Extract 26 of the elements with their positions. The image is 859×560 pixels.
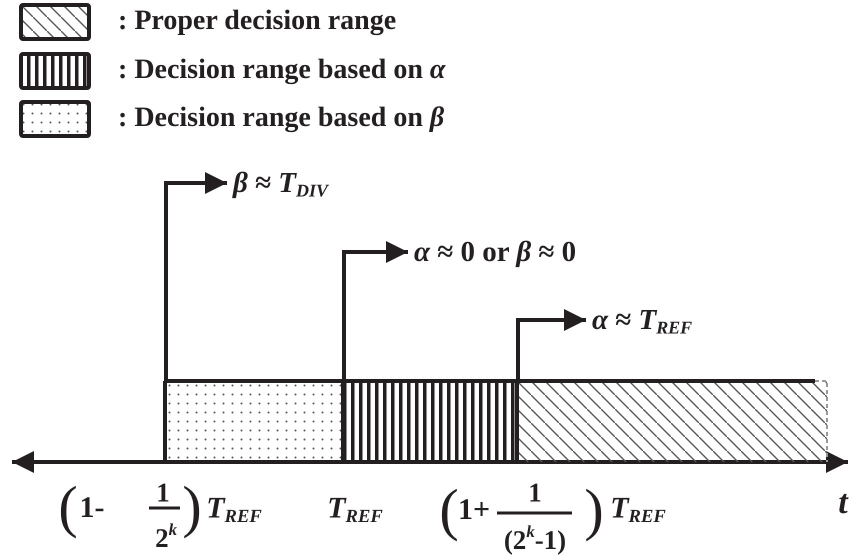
arrow bbox=[516, 309, 586, 381]
condition-label: α ≈ T$_{REF}$ bbox=[592, 302, 692, 338]
math-term: 1+ bbox=[458, 495, 490, 525]
fraction-denominator: 2$^{k}$ bbox=[155, 522, 177, 552]
arrow bbox=[342, 241, 408, 381]
math-term: T$_{REF}$ bbox=[327, 493, 383, 527]
math-term: T$_{REF}$ bbox=[206, 493, 262, 527]
arrow bbox=[164, 172, 227, 381]
legend-text: : Decision range based on β bbox=[118, 104, 444, 132]
legend-text: : Proper decision range bbox=[118, 7, 396, 35]
parenthesis: ) bbox=[584, 481, 604, 539]
parenthesis: ( bbox=[58, 478, 78, 536]
parenthesis: ( bbox=[439, 481, 459, 539]
math-term: T$_{REF}$ bbox=[610, 493, 666, 527]
fraction-denominator: (2$^{k}$-1) bbox=[504, 524, 566, 554]
condition-label: α ≈ 0 or β ≈ 0 bbox=[414, 234, 576, 270]
fraction-numerator: 1 bbox=[528, 480, 542, 506]
legend-text: : Decision range based on α bbox=[118, 56, 446, 84]
math-term: 1- bbox=[80, 493, 104, 523]
axis-label: t bbox=[838, 486, 848, 520]
range-bar bbox=[343, 381, 517, 462]
parenthesis: ) bbox=[182, 478, 202, 536]
condition-label: β ≈ T$_{DIV}$ bbox=[233, 165, 328, 201]
fraction-numerator: 1 bbox=[156, 480, 170, 506]
range-bar bbox=[165, 381, 343, 462]
range-bar bbox=[517, 381, 827, 462]
